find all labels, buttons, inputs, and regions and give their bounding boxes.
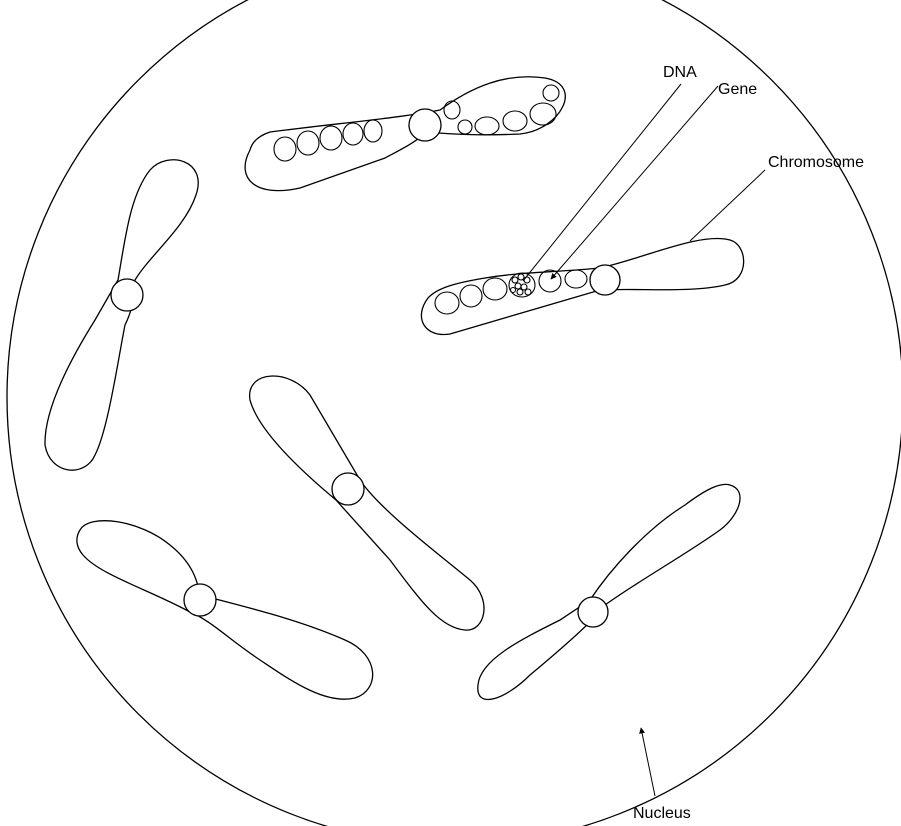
chromosome-leader-line [690, 170, 765, 241]
chromosome-lower-right [478, 484, 740, 699]
chromosome-labeled [421, 238, 743, 334]
gene-band [297, 131, 319, 155]
gene-band [530, 103, 556, 125]
centromere [578, 597, 608, 627]
nucleus-membrane [7, 0, 901, 826]
centromere [332, 473, 364, 505]
centromere [590, 265, 620, 295]
gene-band [475, 117, 499, 135]
gene-band [364, 120, 382, 142]
label-nucleus: Nucleus [633, 805, 691, 822]
chromosome-center [250, 376, 484, 630]
dna-coil [511, 274, 532, 295]
nucleus-leader-line [641, 728, 655, 796]
gene-band [444, 101, 460, 119]
label-chromosome: Chromosome [768, 154, 864, 171]
centromere [111, 279, 143, 311]
centromere [184, 584, 216, 616]
label-gene: Gene [718, 81, 757, 98]
chromosome-lower-left [77, 521, 373, 700]
gene-band [320, 126, 342, 150]
gene-band [565, 270, 587, 288]
gene-band [343, 123, 363, 145]
label-dna: DNA [663, 64, 697, 81]
gene-band [274, 137, 296, 161]
gene-band [543, 85, 559, 101]
chromosome-top [245, 77, 565, 191]
gene-band [503, 111, 527, 131]
gene-leader-line [551, 86, 718, 279]
chromosome-left [45, 160, 198, 470]
gene-band [458, 120, 472, 134]
gene-band [539, 270, 561, 292]
gene-band [460, 285, 482, 307]
centromere [409, 109, 441, 141]
gene-band [435, 292, 459, 314]
gene-band [483, 278, 507, 300]
